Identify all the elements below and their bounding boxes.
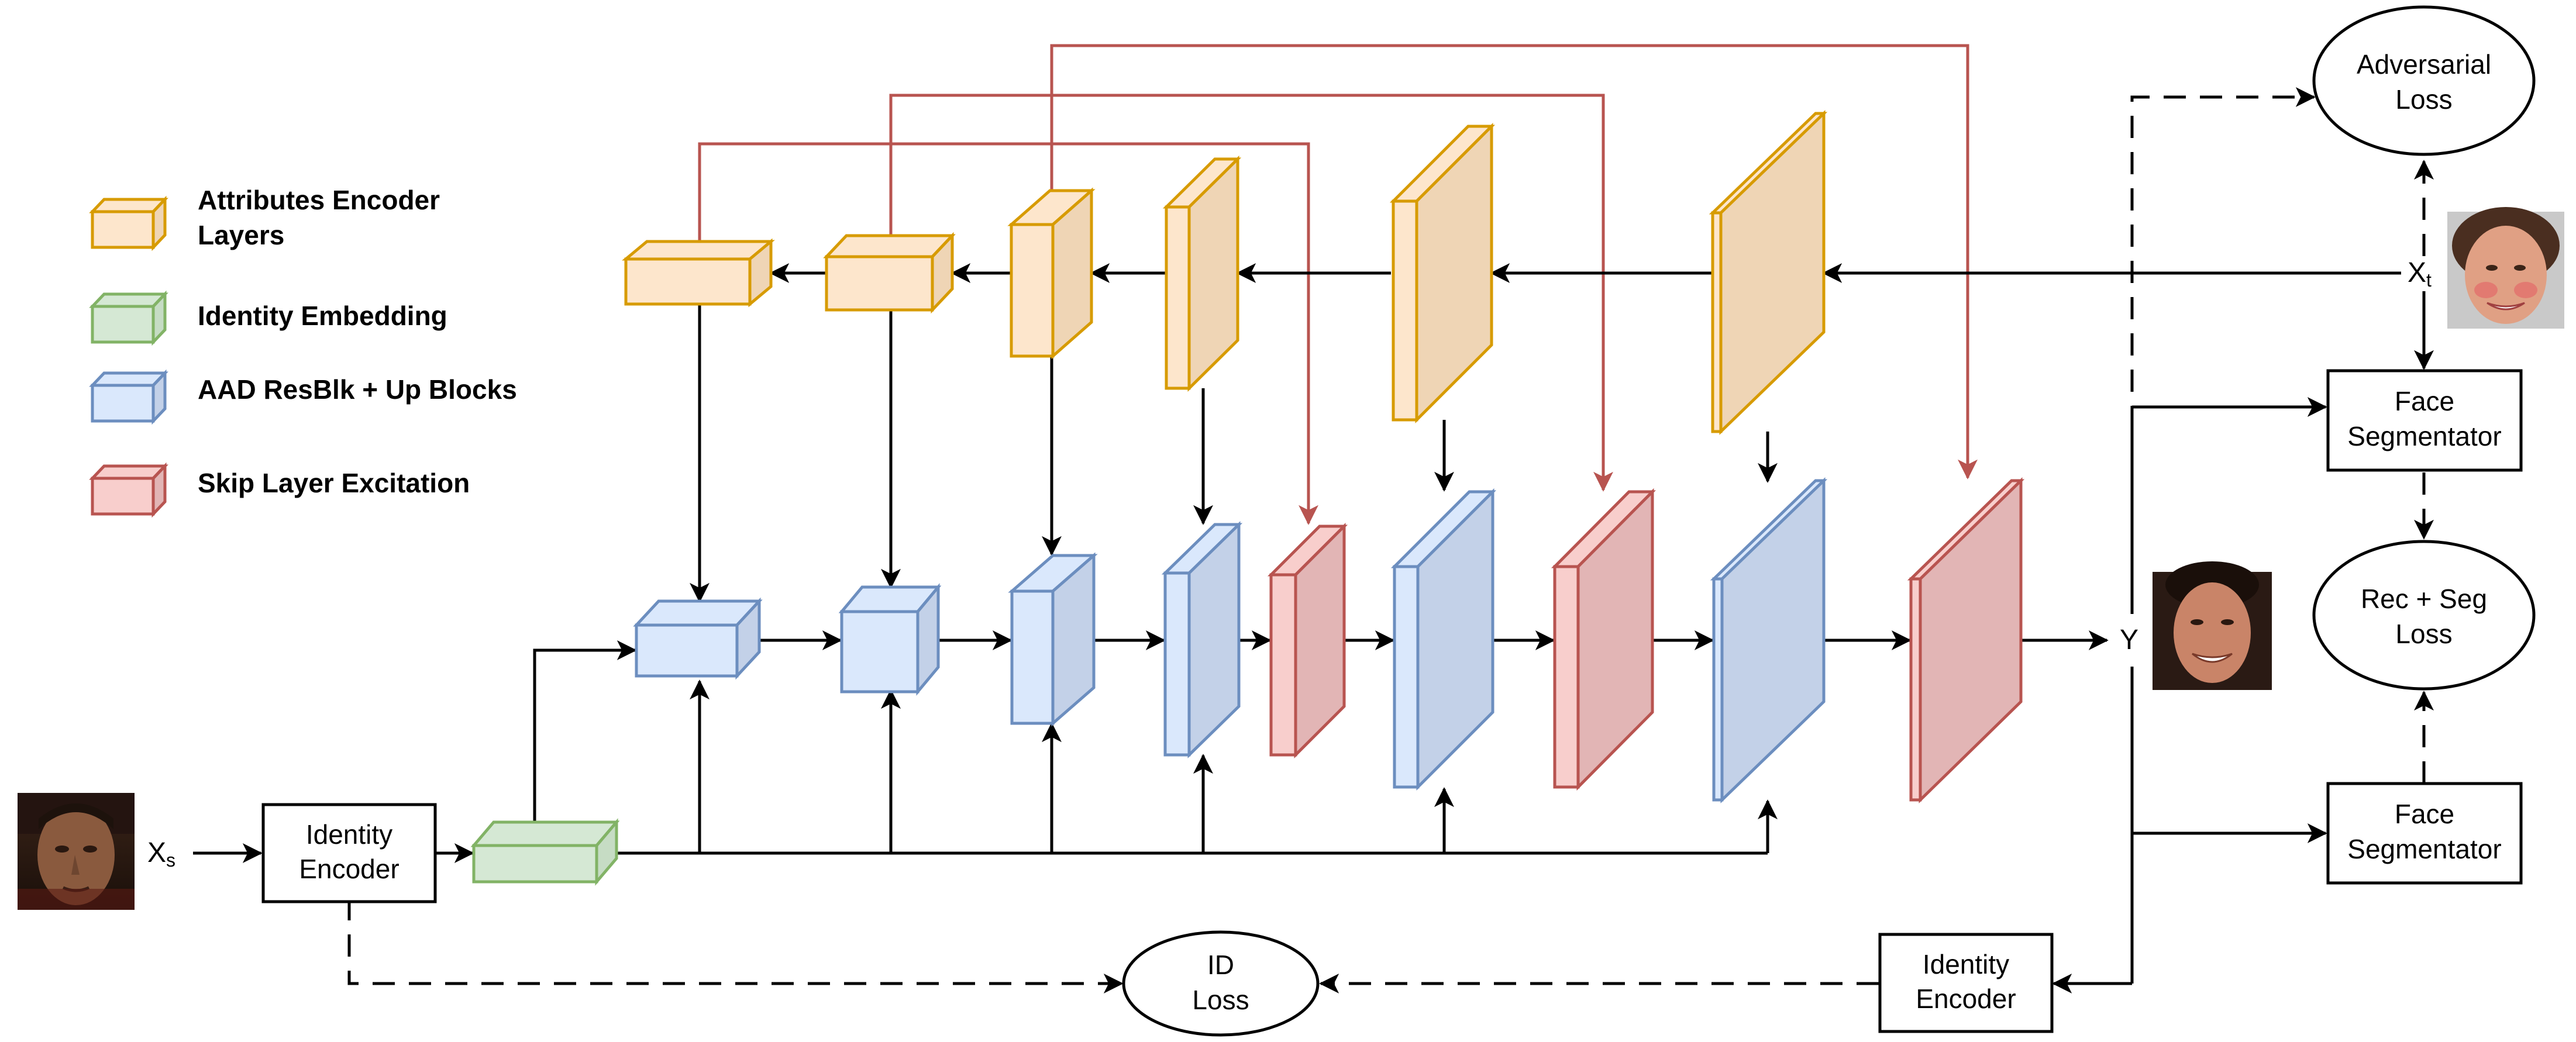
- aad-block-5: [1390, 488, 1497, 791]
- face-segmentator-bottom: Face Segmentator: [2326, 782, 2523, 885]
- legend-attributes-cube: [89, 195, 168, 251]
- id-loss-line2: Loss: [1192, 985, 1249, 1015]
- legend-aad-cube: [89, 369, 168, 425]
- xt-sub: t: [2426, 270, 2432, 291]
- adversarial-loss: Adversarial Loss: [2312, 5, 2536, 156]
- target-input-label: Xt: [2408, 257, 2432, 291]
- attr-layer-5: [1389, 122, 1496, 424]
- face-segmentator-top-line2: Segmentator: [2347, 421, 2501, 451]
- xs-sub: s: [166, 850, 175, 871]
- identity-encoder-left: Identity Encoder: [261, 803, 437, 903]
- generator: [633, 477, 2025, 803]
- svg-text:Xs: Xs: [147, 837, 175, 871]
- identity-encoder-right-line1: Identity: [1923, 949, 2009, 979]
- face-segmentator-top-line1: Face: [2395, 386, 2454, 416]
- face-segmentator-bottom-line1: Face: [2395, 799, 2454, 829]
- svg-text:Xt: Xt: [2408, 257, 2432, 291]
- identity-encoder-left-line1: Identity: [306, 819, 392, 850]
- skip-block-1: [1267, 522, 1348, 759]
- aad-block-6: [1710, 477, 1828, 803]
- dashed-connections: [347, 87, 2434, 993]
- attr-layer-1: [622, 238, 775, 308]
- skip-connections: [698, 44, 1978, 525]
- identity-encoder-left-line2: Encoder: [299, 854, 399, 884]
- source-face-photo: [18, 793, 135, 910]
- id-loss-line1: ID: [1207, 950, 1234, 980]
- legend: Attributes Encoder Layers Identity Embed…: [89, 185, 517, 518]
- aad-block-3: [1008, 552, 1098, 727]
- legend-attributes-label-2: Layers: [198, 220, 284, 250]
- attributes-encoder: [622, 110, 1828, 435]
- adversarial-loss-line2: Loss: [2395, 84, 2452, 115]
- attr-layer-3: [1007, 187, 1096, 360]
- skip-block-2: [1551, 488, 1657, 791]
- target-face-photo: [2447, 207, 2564, 329]
- legend-attributes-label-1: Attributes Encoder: [198, 185, 440, 215]
- aad-block-1: [633, 597, 763, 680]
- legend-aad-label: AAD ResBlk + Up Blocks: [198, 374, 517, 405]
- source-input-label: Xs: [147, 837, 175, 871]
- legend-identity-cube: [89, 290, 168, 346]
- id-loss: ID Loss: [1122, 930, 1320, 1037]
- skip-arrow-1: [698, 142, 1318, 525]
- identity-encoder-right-line2: Encoder: [1916, 984, 2016, 1014]
- xt-label: X: [2408, 257, 2426, 288]
- legend-identity-label: Identity Embedding: [198, 301, 447, 331]
- output-face-photo: [2153, 561, 2272, 690]
- aad-block-2: [838, 583, 942, 696]
- skip-arrow-2: [889, 94, 1613, 492]
- skip-arrow-3: [1050, 44, 1978, 479]
- face-segmentator-bottom-line2: Segmentator: [2347, 834, 2501, 864]
- output-label: Y: [2120, 624, 2138, 655]
- skip-block-3: [1907, 477, 2025, 803]
- xs-label: X: [147, 837, 166, 868]
- connections: [193, 263, 2434, 993]
- attr-layer-6: [1709, 110, 1828, 435]
- legend-skip-label: Skip Layer Excitation: [198, 468, 470, 498]
- rec-seg-loss-line2: Loss: [2395, 619, 2452, 649]
- adversarial-loss-line1: Adversarial: [2357, 49, 2491, 80]
- identity-encoder-right: Identity Encoder: [1878, 933, 2054, 1033]
- attr-layer-2: [823, 232, 956, 314]
- rec-seg-loss: Rec + Seg Loss: [2312, 540, 2536, 691]
- aad-block-4: [1161, 521, 1243, 758]
- attr-layer-4: [1162, 156, 1242, 392]
- identity-embedding-cube: [470, 818, 620, 886]
- face-segmentator-top: Face Segmentator: [2326, 369, 2523, 472]
- rec-seg-loss-line1: Rec + Seg: [2361, 584, 2487, 614]
- legend-skip-cube: [89, 462, 168, 518]
